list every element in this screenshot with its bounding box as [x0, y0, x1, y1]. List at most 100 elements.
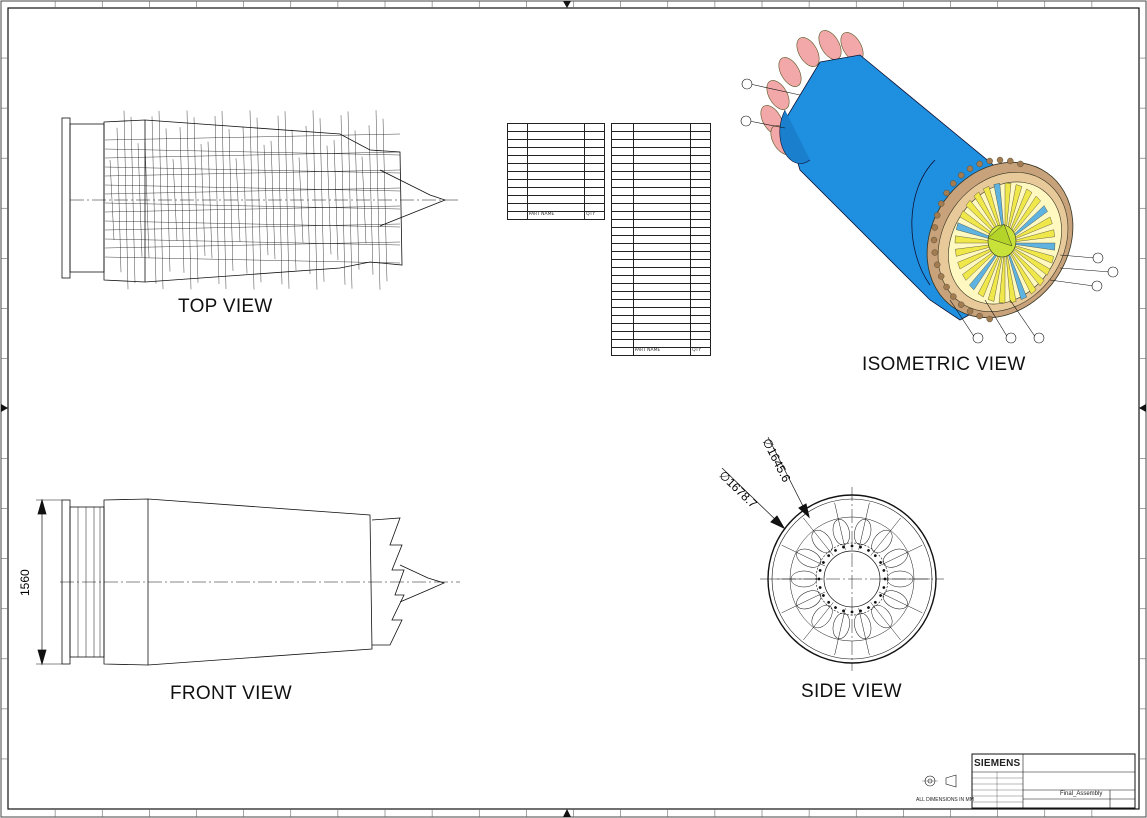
- part-name-cell: [632, 275, 692, 284]
- item-number-cell: [611, 171, 634, 180]
- part-name-cell: [632, 291, 692, 300]
- part-name-cell: [526, 147, 586, 156]
- table-row: [507, 155, 605, 164]
- table-row: [611, 243, 711, 252]
- table-row: [611, 203, 711, 212]
- item-number-cell: [611, 339, 634, 348]
- item-number-cell: [611, 139, 634, 148]
- quantity-cell: [584, 187, 605, 196]
- item-number-cell: [507, 155, 528, 164]
- table-row: [611, 131, 711, 140]
- table-row: [507, 147, 605, 156]
- isometric-view-label: ISOMETRIC VIEW: [862, 354, 1026, 375]
- quantity-cell: [690, 179, 711, 188]
- table-row: [507, 203, 605, 212]
- quantity-cell: [584, 163, 605, 172]
- quantity-cell: QTY: [584, 211, 605, 220]
- part-name-cell: [526, 187, 586, 196]
- quantity-cell: [584, 179, 605, 188]
- part-name-cell: [632, 195, 692, 204]
- item-number-cell: [611, 275, 634, 284]
- quantity-cell: [690, 131, 711, 140]
- item-number-cell: [611, 163, 634, 172]
- front-view-label: FRONT VIEW: [170, 683, 292, 704]
- quantity-cell: [690, 267, 711, 276]
- item-number-cell: [611, 235, 634, 244]
- part-name-cell: [632, 251, 692, 260]
- table-row: [507, 195, 605, 204]
- drawing-title: Final_Assembly: [1060, 791, 1103, 797]
- table-row: [611, 123, 711, 132]
- item-number-cell: [611, 307, 634, 316]
- table-row: [611, 331, 711, 340]
- item-number-cell: [611, 123, 634, 132]
- quantity-cell: [690, 211, 711, 220]
- table-row: [611, 291, 711, 300]
- part-name-cell: [632, 139, 692, 148]
- quantity-cell: [584, 131, 605, 140]
- quantity-cell: [690, 147, 711, 156]
- table-row: [611, 267, 711, 276]
- item-number-cell: [611, 147, 634, 156]
- part-name-cell: [632, 227, 692, 236]
- quantity-cell: [584, 139, 605, 148]
- part-name-cell: PART NAME: [632, 347, 692, 356]
- table-row: [611, 339, 711, 348]
- part-name-cell: [526, 195, 586, 204]
- part-name-cell: [632, 235, 692, 244]
- table-row: [507, 123, 605, 132]
- title-block: [922, 753, 1136, 809]
- item-number-cell: [507, 163, 528, 172]
- table-row: [611, 219, 711, 228]
- item-number-cell: [611, 195, 634, 204]
- item-number-cell: [507, 203, 528, 212]
- item-number-cell: [611, 283, 634, 292]
- part-name-cell: [632, 179, 692, 188]
- part-name-cell: [632, 163, 692, 172]
- quantity-cell: [690, 323, 711, 332]
- brand-logo: SIEMENS: [974, 758, 1021, 769]
- quantity-cell: [690, 251, 711, 260]
- item-number-cell: [611, 187, 634, 196]
- quantity-cell: [690, 243, 711, 252]
- table-row: [611, 235, 711, 244]
- quantity-cell: [690, 291, 711, 300]
- part-name-cell: [632, 211, 692, 220]
- table-row: [611, 275, 711, 284]
- item-number-cell: [611, 131, 634, 140]
- item-number-cell: [611, 315, 634, 324]
- part-name-cell: [632, 147, 692, 156]
- item-number-cell: [507, 179, 528, 188]
- table-row: [611, 195, 711, 204]
- item-number-cell: [507, 123, 528, 132]
- quantity-cell: QTY: [690, 347, 711, 356]
- table-row: [611, 251, 711, 260]
- quantity-cell: [584, 171, 605, 180]
- quantity-cell: [690, 275, 711, 284]
- quantity-cell: [584, 155, 605, 164]
- table-row: [611, 259, 711, 268]
- item-number-cell: [507, 147, 528, 156]
- units-note: ALL DIMENSIONS IN MM: [916, 797, 974, 803]
- projection-symbol: [922, 774, 957, 788]
- table-row: [611, 227, 711, 236]
- quantity-cell: [690, 331, 711, 340]
- item-number-cell: [611, 155, 634, 164]
- front-view-drawing: [36, 498, 460, 666]
- table-row: [507, 179, 605, 188]
- part-name-cell: [632, 187, 692, 196]
- quantity-cell: [690, 195, 711, 204]
- part-name-cell: [632, 243, 692, 252]
- quantity-cell: [584, 147, 605, 156]
- table-row: [611, 323, 711, 332]
- item-number-cell: [611, 243, 634, 252]
- table-row: [611, 155, 711, 164]
- quantity-cell: [584, 123, 605, 132]
- quantity-cell: [690, 123, 711, 132]
- side-view-drawing: [721, 436, 944, 671]
- table-row: [611, 179, 711, 188]
- item-number-cell: [611, 227, 634, 236]
- part-name-cell: [632, 323, 692, 332]
